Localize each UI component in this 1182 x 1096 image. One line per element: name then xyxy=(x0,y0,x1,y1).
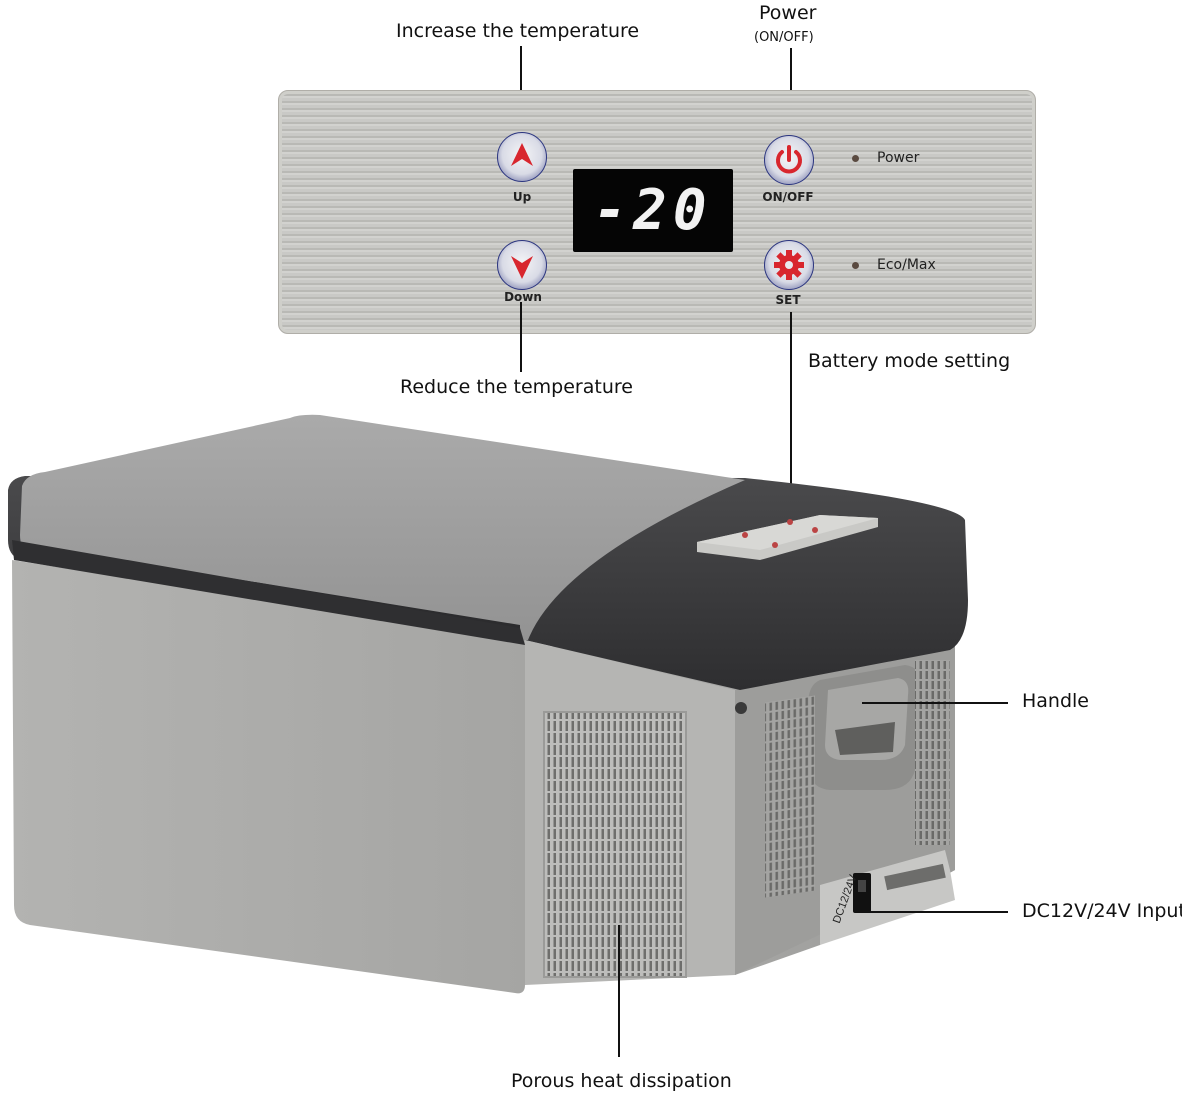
up-arrow-icon xyxy=(511,143,533,166)
set-button[interactable] xyxy=(764,240,814,290)
down-arrow-icon xyxy=(511,256,533,279)
up-button[interactable] xyxy=(497,132,547,182)
eco-led xyxy=(852,262,859,269)
power-button[interactable] xyxy=(764,135,814,185)
label-reduce-temperature: Reduce the temperature xyxy=(400,376,633,398)
down-button-label: Down xyxy=(504,290,542,304)
leader-handle xyxy=(862,702,1008,704)
leader-increase xyxy=(520,46,522,128)
leader-reduce xyxy=(520,302,522,372)
down-button[interactable] xyxy=(497,240,547,290)
set-button-label: SET xyxy=(775,293,801,307)
label-porous-heat: Porous heat dissipation xyxy=(511,1070,732,1092)
label-handle: Handle xyxy=(1022,690,1090,712)
dc-port-text: DC12/24V xyxy=(831,873,860,925)
temperature-display: -20 xyxy=(573,169,733,252)
label-power-sub: (ON/OFF) xyxy=(754,30,814,45)
power-button-label: ON/OFF xyxy=(762,190,814,204)
power-icon xyxy=(776,145,802,174)
leader-dc-input xyxy=(868,911,1008,913)
label-increase-temperature: Increase the temperature xyxy=(396,20,640,42)
label-dc-input: DC12V/24V Input xyxy=(1022,900,1182,922)
up-button-label: Up xyxy=(512,190,532,204)
leader-porous xyxy=(618,925,620,1057)
label-battery-mode: Battery mode setting xyxy=(808,350,1011,372)
gear-icon xyxy=(774,250,804,280)
eco-indicator-label: Eco/Max xyxy=(877,257,936,273)
power-indicator-label: Power xyxy=(877,150,920,166)
label-power: Power xyxy=(759,2,817,24)
power-led xyxy=(852,155,859,162)
leader-battery xyxy=(790,312,792,540)
